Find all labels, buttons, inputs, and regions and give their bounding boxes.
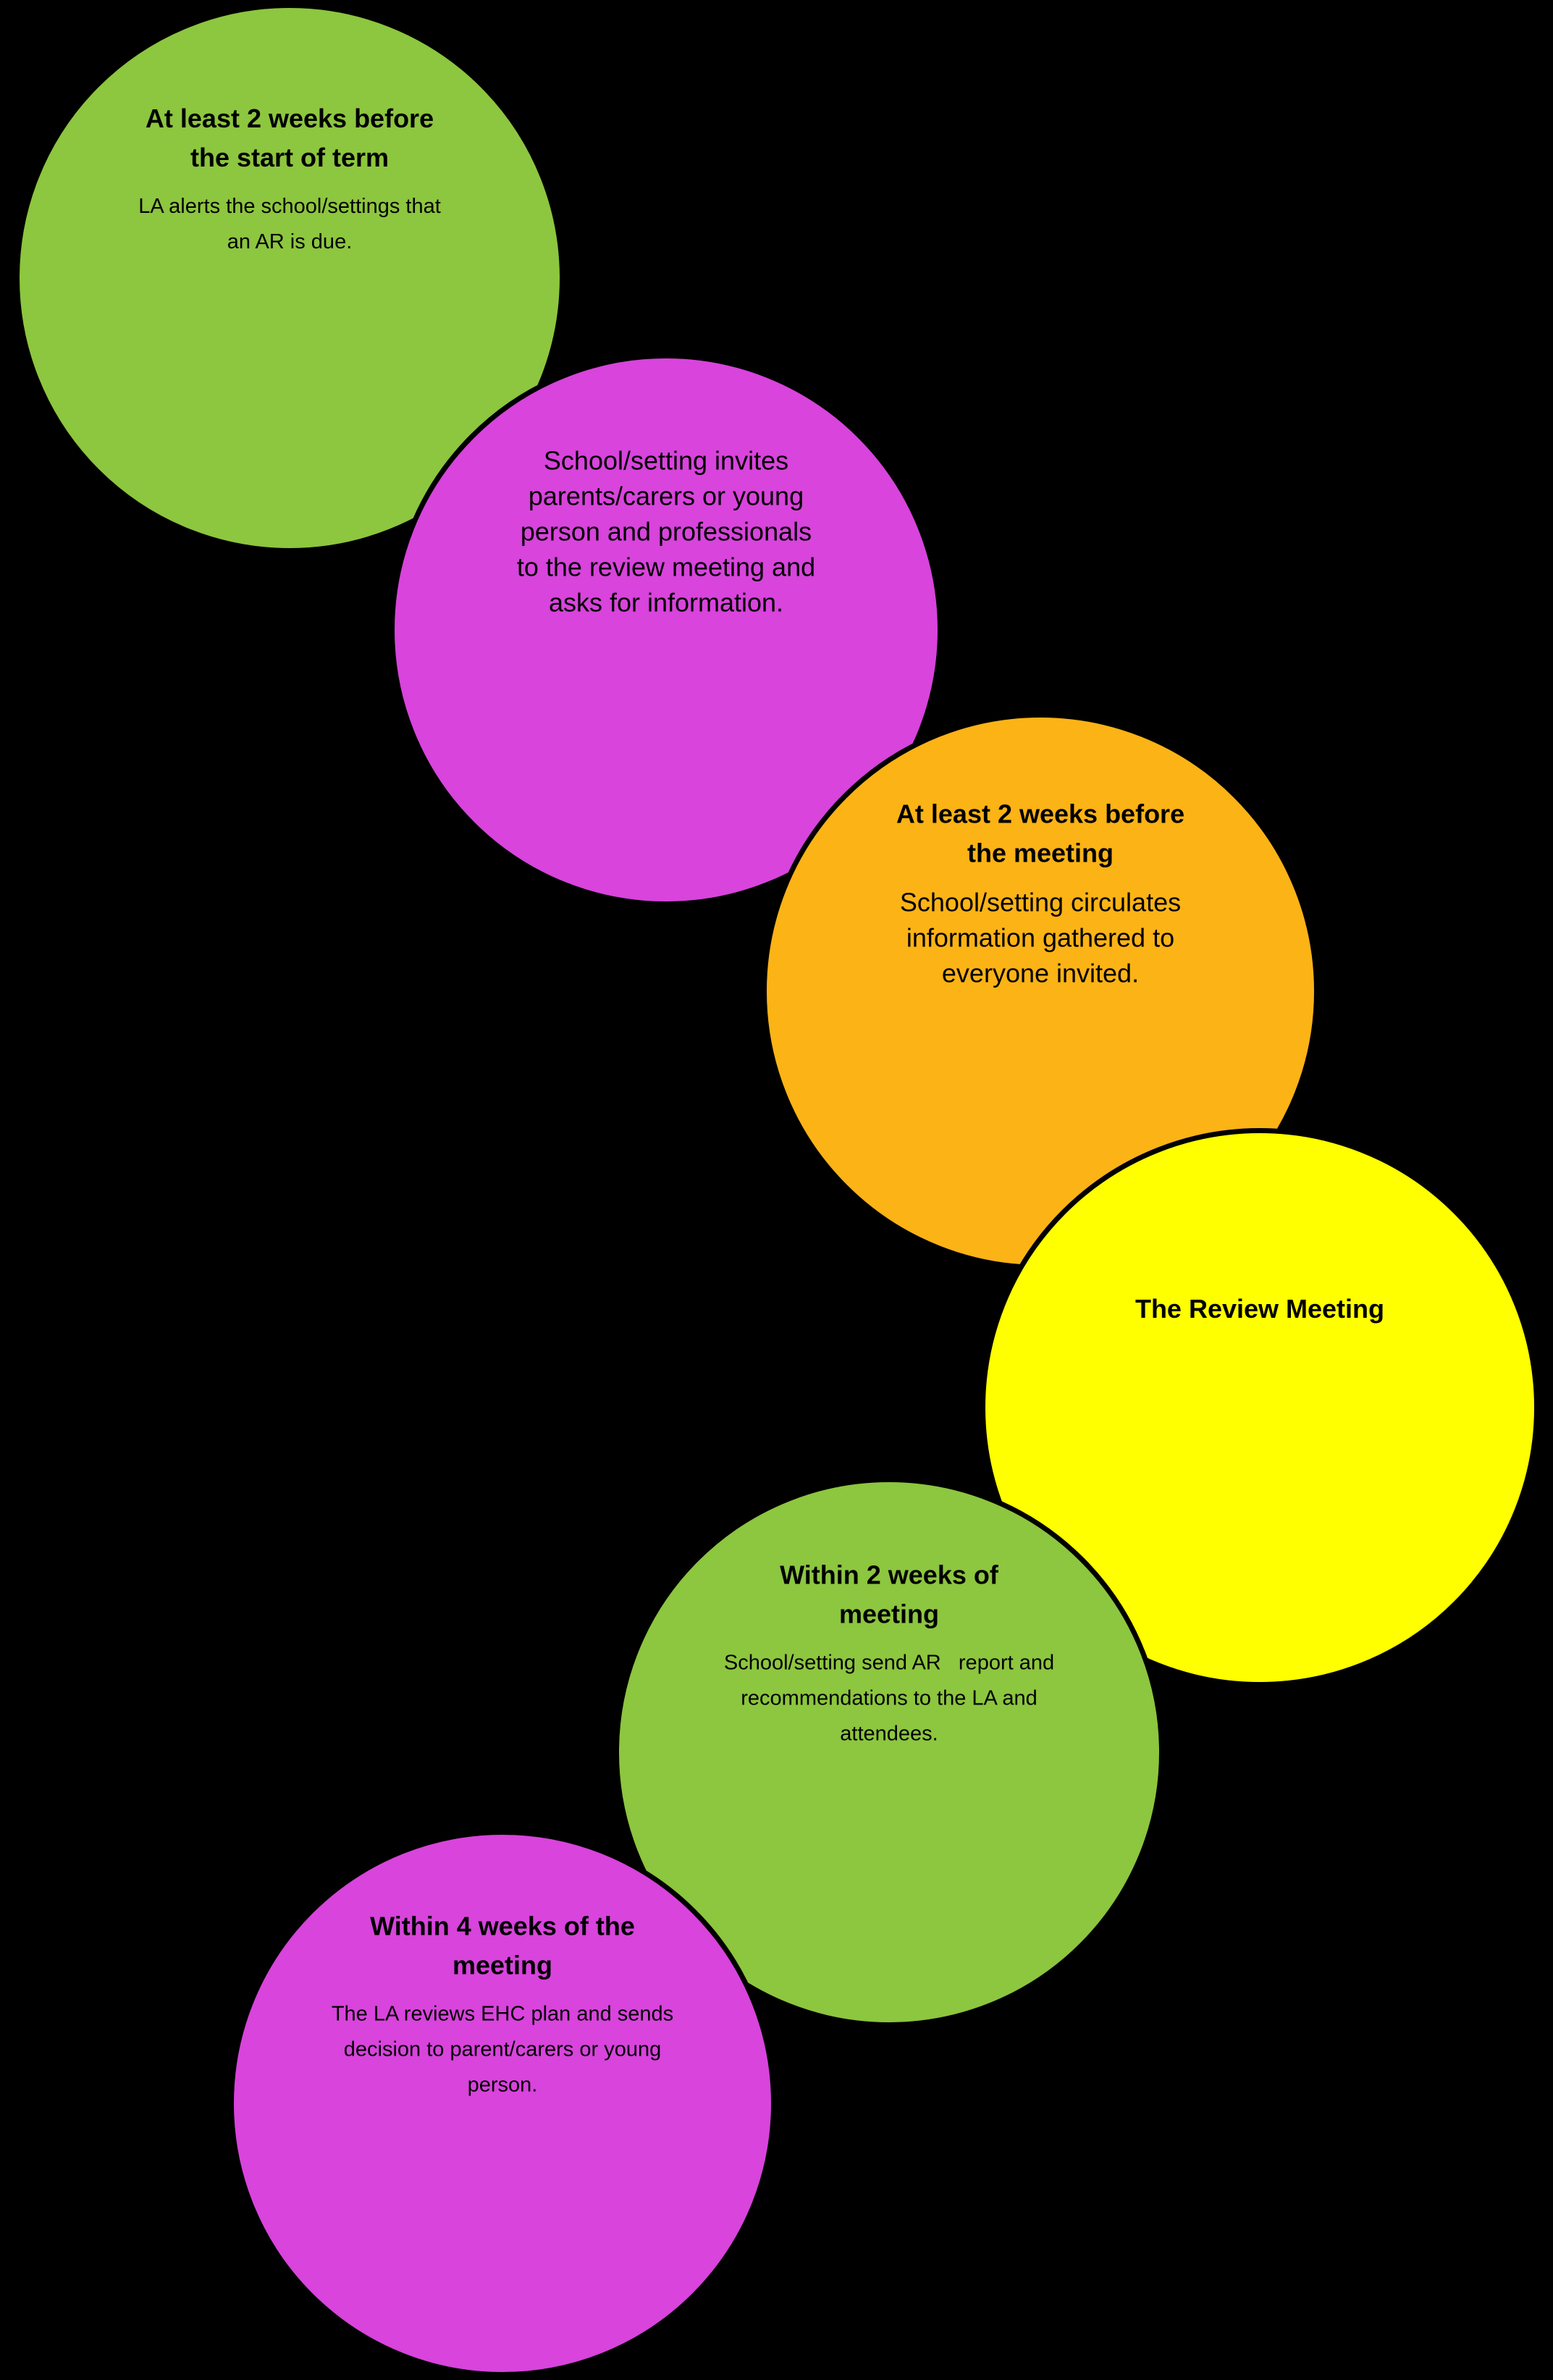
step-circle-6: Within 4 weeks of the meeting The LA rev…: [229, 1830, 776, 2377]
step-1-heading: At least 2 weeks before the start of ter…: [145, 104, 434, 172]
step-3-body: School/setting circulates information ga…: [899, 887, 1182, 988]
step-4-content: The Review Meeting: [1057, 1290, 1462, 1329]
step-5-content: Within 2 weeks of meeting School/setting…: [686, 1556, 1092, 1752]
step-5-heading: Within 2 weeks of meeting: [780, 1560, 998, 1629]
step-6-body: The LA reviews EHC plan and sends decisi…: [331, 2002, 674, 2097]
step-1-content: At least 2 weeks before the start of ter…: [87, 99, 492, 260]
step-2-content: School/setting invites parents/carers or…: [463, 443, 869, 621]
step-5-body: School/setting send AR report and recomm…: [723, 1651, 1055, 1746]
step-3-heading: At least 2 weeks before the meeting: [896, 799, 1185, 868]
step-6-content: Within 4 weeks of the meeting The LA rev…: [300, 1907, 705, 2103]
step-2-body: School/setting invites parents/carers or…: [516, 445, 816, 618]
step-1-body: LA alerts the school/settings that an AR…: [138, 195, 441, 253]
step-6-heading: Within 4 weeks of the meeting: [370, 1911, 635, 1980]
step-circle-1: At least 2 weeks before the start of ter…: [14, 3, 565, 553]
step-4-heading: The Review Meeting: [1135, 1294, 1385, 1324]
step-3-content: At least 2 weeks before the meeting Scho…: [838, 795, 1243, 991]
